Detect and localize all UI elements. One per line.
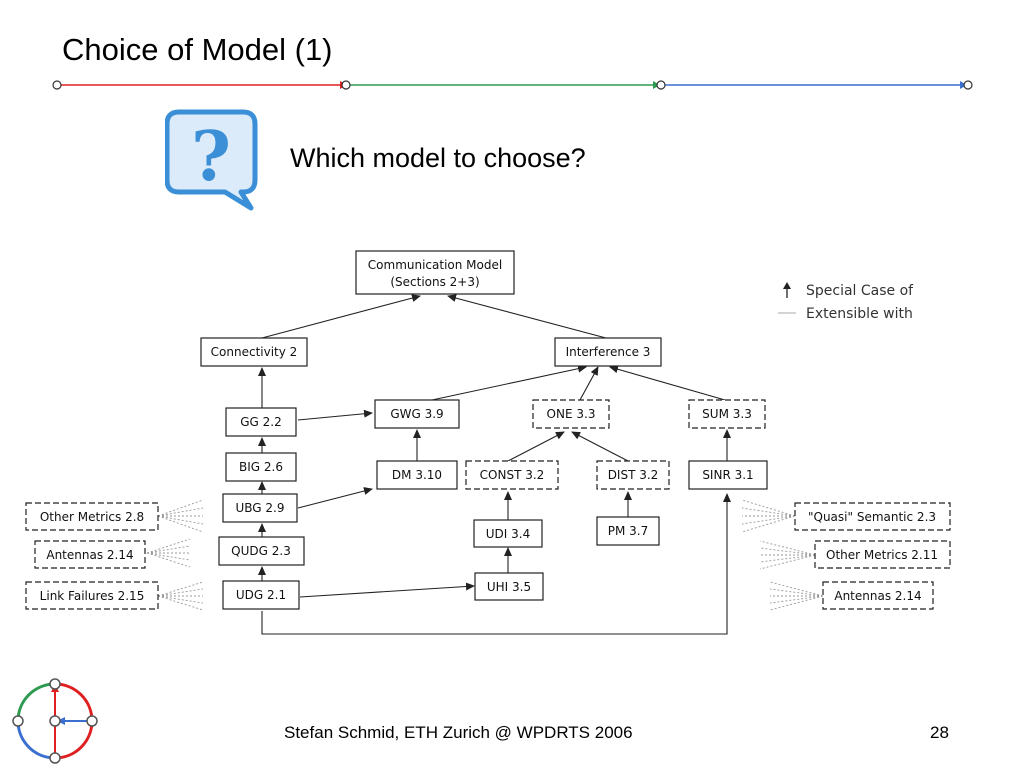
node-antennas-right: Antennas 2.14: [822, 581, 934, 610]
node-udi: UDI 3.4: [473, 519, 543, 548]
node-label: Antennas 2.14: [834, 589, 921, 603]
node-label: UBG 2.9: [235, 501, 284, 515]
node-one: ONE 3.3: [532, 399, 610, 429]
diagram-legend: Special Case of Extensible with: [778, 282, 914, 322]
node-quasi-semantic: "Quasi" Semantic 2.3: [794, 502, 951, 531]
node-dist: DIST 3.2: [596, 460, 670, 490]
node-pm: PM 3.7: [596, 516, 660, 546]
node-label: UDI 3.4: [486, 527, 530, 541]
node-const: CONST 3.2: [465, 460, 559, 490]
node-label: Interference 3: [566, 345, 651, 359]
logo-icon: [12, 678, 98, 764]
node-label: Other Metrics 2.8: [40, 510, 144, 524]
node-label: Other Metrics 2.11: [826, 548, 938, 562]
node-label: CONST 3.2: [480, 468, 545, 482]
node-label: Communication Model: [368, 258, 502, 272]
node-sinr: SINR 3.1: [688, 460, 768, 490]
legend-extensible: Extensible with: [806, 306, 913, 322]
node-other-metrics-right: Other Metrics 2.11: [814, 540, 951, 569]
page-number: 28: [930, 723, 949, 742]
slide-title: Choice of Model (1): [62, 32, 333, 67]
node-label: DIST 3.2: [608, 468, 659, 482]
node-label: SUM 3.3: [702, 407, 752, 421]
legend-special-case: Special Case of: [806, 283, 914, 299]
node-label: Link Failures 2.15: [40, 589, 145, 603]
node-ubg: UBG 2.9: [222, 493, 298, 523]
node-label: UDG 2.1: [236, 588, 286, 602]
node-other-metrics-left: Other Metrics 2.8: [25, 502, 159, 531]
node-label: GWG 3.9: [390, 407, 443, 421]
node-sum: SUM 3.3: [688, 399, 766, 429]
node-label: BIG 2.6: [239, 460, 283, 474]
node-label: PM 3.7: [608, 524, 649, 538]
node-antennas-left: Antennas 2.14: [34, 540, 146, 569]
node-label: Antennas 2.14: [46, 548, 133, 562]
node-connectivity: Connectivity 2: [200, 337, 308, 367]
question-bubble-icon: ?: [165, 109, 258, 211]
node-udg: UDG 2.1: [222, 580, 300, 610]
node-gg: GG 2.2: [225, 407, 297, 437]
node-uhi: UHI 3.5: [474, 572, 544, 601]
question-text: Which model to choose?: [290, 143, 586, 173]
model-hierarchy-diagram: Communication Model (Sections 2+3) Conne…: [25, 250, 951, 635]
node-link-failures: Link Failures 2.15: [25, 581, 159, 610]
node-dm: DM 3.10: [376, 460, 458, 490]
node-big: BIG 2.6: [225, 452, 297, 482]
node-label: "Quasi" Semantic 2.3: [808, 510, 936, 524]
node-label: UHI 3.5: [487, 580, 531, 594]
node-label: (Sections 2+3): [390, 275, 479, 289]
node-label: GG 2.2: [240, 415, 282, 429]
diagram-edges: [258, 294, 731, 635]
node-label: ONE 3.3: [547, 407, 596, 421]
node-communication-model: Communication Model (Sections 2+3): [355, 250, 515, 295]
node-label: Connectivity 2: [211, 345, 298, 359]
footer-text: Stefan Schmid, ETH Zurich @ WPDRTS 2006: [284, 723, 633, 742]
progress-line: [52, 80, 973, 90]
node-qudg: QUDG 2.3: [218, 536, 305, 566]
node-label: SINR 3.1: [702, 468, 753, 482]
node-gwg: GWG 3.9: [374, 399, 460, 429]
node-interference: Interference 3: [554, 337, 662, 367]
node-label: QUDG 2.3: [231, 544, 291, 558]
extension-fans: [146, 499, 824, 611]
svg-text:?: ?: [191, 117, 231, 197]
node-label: DM 3.10: [392, 468, 442, 482]
